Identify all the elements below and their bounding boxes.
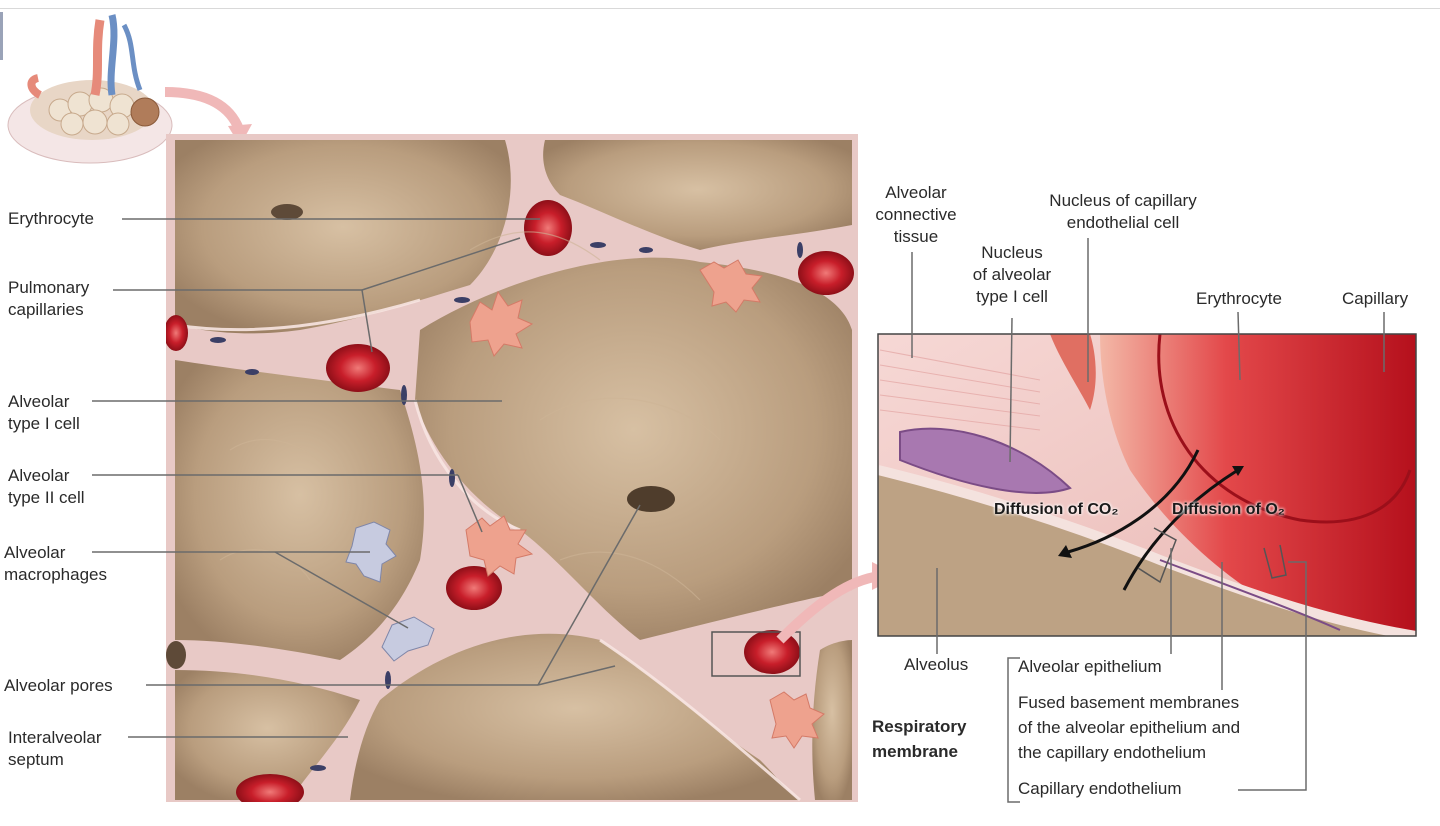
label-alveolar-type-2-cell: Alveolar type II cell	[8, 466, 85, 507]
co2-arrow-icon	[1058, 545, 1072, 558]
label-respiratory-membrane: Respiratory membrane	[872, 717, 967, 761]
label-alveolar-type-1-cell: Alveolar type I cell	[8, 392, 80, 433]
left-accent-bar	[0, 12, 3, 60]
label-pulmonary-capillaries: Pulmonary capillaries	[8, 278, 90, 319]
label-alveolar-connective-tissue: Alveolar connective tissue	[875, 183, 957, 246]
label-nucleus-alveolar-type-1: Nucleus of alveolar type I cell	[972, 243, 1052, 306]
label-alveolar-macrophages: Alveolar macrophages	[4, 543, 108, 584]
label-diffusion-o2: Diffusion of O₂	[1172, 501, 1285, 518]
respiratory-membrane-inset	[878, 334, 1416, 636]
o2-arrow-icon	[1232, 466, 1244, 476]
label-erythrocyte: Erythrocyte	[8, 209, 94, 228]
label-capillary-endothelium: Capillary endothelium	[1018, 779, 1182, 798]
label-interalveolar-septum: Interalveolar septum	[8, 728, 102, 769]
label-diffusion-co2: Diffusion of CO₂	[994, 501, 1119, 518]
label-alveolar-epithelium: Alveolar epithelium	[1018, 657, 1162, 676]
label-inset-erythrocyte: Erythrocyte	[1196, 289, 1282, 308]
top-border	[0, 8, 1440, 9]
alveoli-panel	[166, 134, 858, 802]
label-alveolar-pores: Alveolar pores	[4, 676, 113, 695]
label-capillary: Capillary	[1342, 289, 1409, 308]
label-fused-basement-membranes: Fused basement membranes of the alveolar…	[1018, 693, 1241, 762]
leader-lines	[92, 218, 1385, 803]
lung-thumbnail-icon	[7, 14, 173, 164]
label-alveolus: Alveolus	[904, 655, 969, 674]
label-nucleus-capillary-endothelial: Nucleus of capillary endothelial cell	[1049, 191, 1197, 232]
